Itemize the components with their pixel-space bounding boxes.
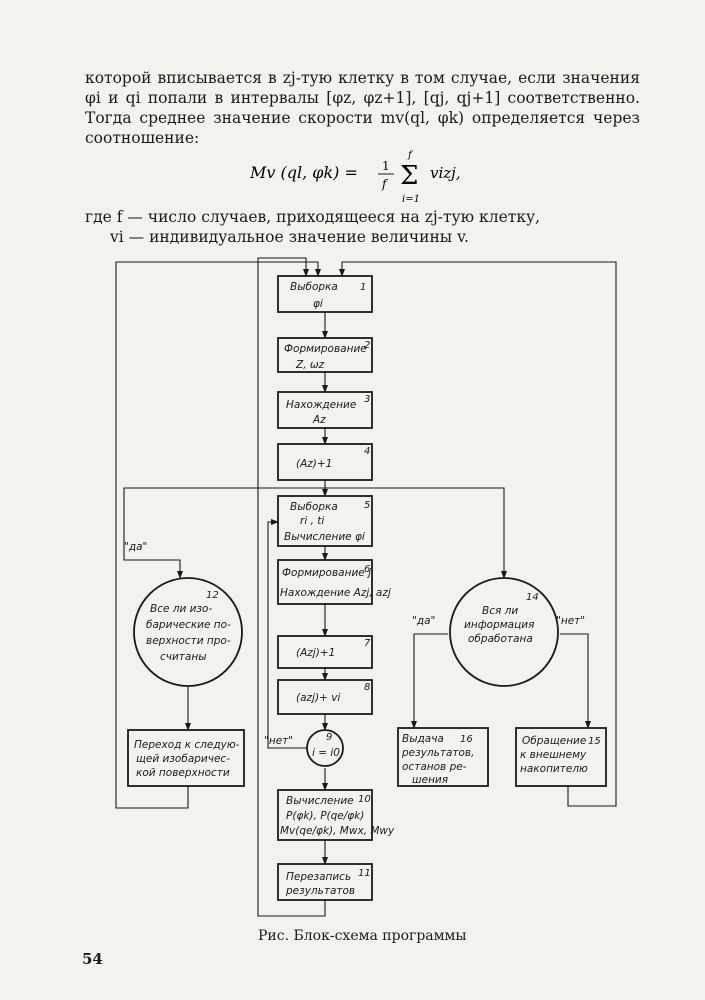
svg-text:останов ре-: останов ре- xyxy=(402,761,467,773)
flow-block-15: Обращение 15 к внешнему накопителю xyxy=(515,727,607,787)
label-yes-14: "да" xyxy=(412,615,435,627)
svg-text:Az: Az xyxy=(312,414,326,426)
svg-text:информация: информация xyxy=(464,619,534,631)
svg-text:Выдача: Выдача xyxy=(402,733,444,745)
svg-text:Обращение: Обращение xyxy=(522,735,586,747)
label-no-9: "нет" xyxy=(264,735,293,747)
formula-frac-den: f xyxy=(381,177,389,191)
svg-text:5: 5 xyxy=(364,500,370,511)
svg-text:Вся ли: Вся ли xyxy=(482,605,518,617)
svg-text:Выборка: Выборка xyxy=(290,501,338,513)
svg-text:i = i0: i = i0 xyxy=(312,747,340,759)
svg-text:Формирование j: Формирование j xyxy=(282,567,371,579)
svg-text:к внешнему: к внешнему xyxy=(520,749,587,761)
flow-block-7: (Azj)+1 7 xyxy=(277,635,373,669)
svg-text:ri , ti: ri , ti xyxy=(300,515,324,527)
svg-text:P(φk), P(qe/φk): P(φk), P(qe/φk) xyxy=(286,810,364,822)
flow-block-16: Выдача 16 результатов, останов ре- шения xyxy=(397,727,489,787)
svg-text:φi: φi xyxy=(313,298,323,310)
formula-term: vizj, xyxy=(430,164,461,182)
formula-sum-symbol: Σ xyxy=(400,161,418,191)
figure-caption: Рис. Блок-схема программы xyxy=(258,928,467,944)
svg-text:Переход к следую-: Переход к следую- xyxy=(134,739,240,751)
flow-decision-9: 9 i = i0 xyxy=(306,729,344,767)
svg-text:9: 9 xyxy=(326,732,332,743)
flow-decision-14: 14 Вся ли информация обработана xyxy=(449,577,559,687)
svg-text:результатов: результатов xyxy=(285,885,355,897)
svg-text:Формирование: Формирование xyxy=(284,343,367,355)
formula-frac-num: 1 xyxy=(382,159,390,173)
formula-sum-bottom: i=1 xyxy=(402,194,420,205)
formula-sum-top: f xyxy=(407,150,414,161)
flow-block-4: (Az)+1 4 xyxy=(277,443,373,481)
svg-text:4: 4 xyxy=(364,446,370,457)
connectors xyxy=(115,257,617,917)
svg-text:обработана: обработана xyxy=(468,633,533,645)
svg-text:10: 10 xyxy=(358,794,371,805)
label-yes-12: "да" xyxy=(124,541,147,553)
svg-text:Mv(qe/φk), Mwx, Mwy: Mv(qe/φk), Mwx, Mwy xyxy=(280,825,395,837)
svg-text:барические по-: барические по- xyxy=(146,619,231,631)
flow-decision-12: 12 Все ли изо- барические по- верхности … xyxy=(133,577,243,687)
svg-text:(Azj)+1: (Azj)+1 xyxy=(296,647,335,659)
svg-text:3: 3 xyxy=(364,394,370,405)
flow-block-11: Перезапись результатов 11 xyxy=(277,863,373,901)
definition-v: vi — индивидуальное значение величины v. xyxy=(110,228,469,246)
svg-text:8: 8 xyxy=(364,682,370,693)
svg-text:Нахождение: Нахождение xyxy=(286,399,356,411)
svg-text:Вычисление φi: Вычисление φi xyxy=(284,531,365,543)
label-no-14: "нет" xyxy=(556,615,585,627)
flow-block-13: Переход к следую- щей изобаричес- кой по… xyxy=(127,729,245,787)
svg-text:кой поверхности: кой поверхности xyxy=(136,767,230,779)
svg-text:2: 2 xyxy=(364,340,370,351)
flow-block-6: Формирование j Нахождение Azj, azj 6 xyxy=(277,559,391,605)
svg-text:7: 7 xyxy=(364,638,371,649)
body-paragraph: которой вписывается в zj-тую клетку в то… xyxy=(85,69,640,147)
svg-text:Z, ωz: Z, ωz xyxy=(295,359,325,371)
svg-text:накопителю: накопителю xyxy=(520,763,588,775)
svg-text:считаны: считаны xyxy=(160,651,207,663)
svg-text:16: 16 xyxy=(460,734,473,745)
svg-text:(azj)+ vi: (azj)+ vi xyxy=(296,692,340,704)
svg-text:Выборка: Выборка xyxy=(290,281,338,293)
svg-text:12: 12 xyxy=(206,590,219,601)
svg-text:Перезапись: Перезапись xyxy=(286,871,351,883)
flow-block-1: Выборка φi 1 xyxy=(277,275,373,313)
svg-text:11: 11 xyxy=(358,868,371,879)
formula: Mv (ql, φk) = 1 f Σ f i=1 vizj, xyxy=(250,150,461,205)
svg-text:результатов,: результатов, xyxy=(401,747,474,759)
svg-text:1: 1 xyxy=(360,282,366,293)
definition-f: где f — число случаев, приходящееся на z… xyxy=(85,208,541,226)
svg-text:Вычисление: Вычисление xyxy=(286,795,354,807)
flow-block-3: Нахождение Az 3 xyxy=(277,391,373,429)
svg-text:15: 15 xyxy=(588,736,601,747)
flow-block-8: (azj)+ vi 8 xyxy=(277,679,373,715)
formula-lhs: Mv (ql, φk) = xyxy=(250,163,358,182)
svg-text:14: 14 xyxy=(526,592,539,603)
svg-text:(Az)+1: (Az)+1 xyxy=(296,458,332,470)
svg-text:Нахождение Azj, azj: Нахождение Azj, azj xyxy=(280,587,391,599)
svg-text:Все ли изо-: Все ли изо- xyxy=(150,603,212,615)
flow-block-10: Вычисление P(φk), P(qe/φk) Mv(qe/φk), Mw… xyxy=(277,789,395,841)
page-number: 54 xyxy=(82,950,103,968)
flow-block-5: Выборка ri , ti Вычисление φi 5 xyxy=(277,495,373,547)
flow-block-2: Формирование Z, ωz 2 xyxy=(277,337,373,373)
svg-text:6: 6 xyxy=(364,564,370,575)
svg-text:щей изобаричес-: щей изобаричес- xyxy=(136,753,230,765)
svg-text:верхности про-: верхности про- xyxy=(146,635,231,647)
svg-text:шения: шения xyxy=(412,774,448,786)
